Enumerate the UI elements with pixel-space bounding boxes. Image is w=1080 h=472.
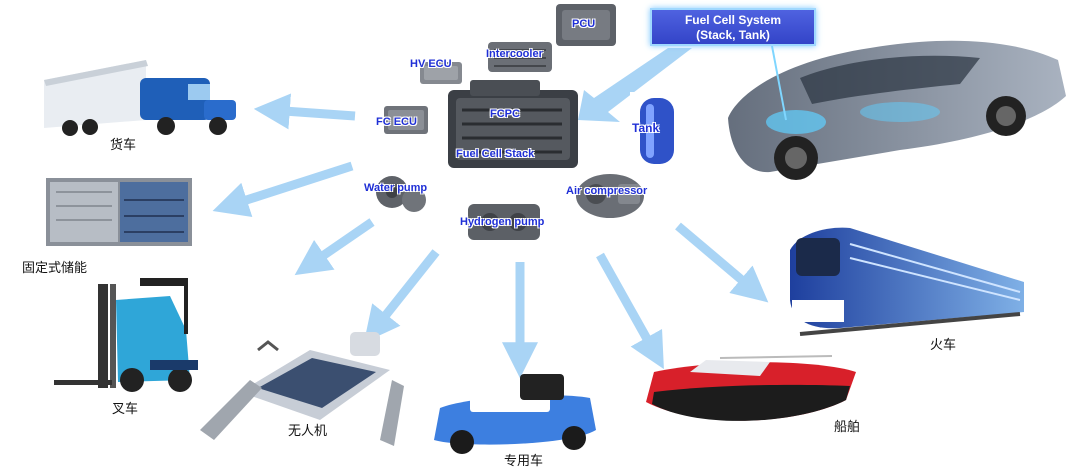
drone-image	[200, 332, 404, 446]
label-fc-ecu: FC ECU	[376, 116, 417, 128]
label-boat: 船舶	[834, 420, 861, 435]
label-water-pump: Water pump	[364, 182, 428, 194]
arrow-to-truck	[253, 93, 356, 130]
hv-ecu-image	[420, 62, 462, 84]
label-hv-ecu: HV ECU	[410, 58, 452, 70]
intercooler-image	[488, 42, 552, 72]
water-pump-image	[376, 176, 426, 212]
arrow-to-train	[675, 222, 769, 303]
boat-image	[646, 355, 856, 421]
arrow-to-forklift	[294, 218, 375, 276]
storage-image	[46, 178, 192, 246]
truck-image	[44, 60, 236, 136]
arrows	[212, 93, 769, 379]
tank-image	[630, 92, 700, 170]
label-tank: Tank	[632, 121, 660, 135]
forklift-image	[54, 278, 198, 392]
fuel-cell-system-callout: Fuel Cell System (Stack, Tank)	[650, 8, 816, 46]
fc-ecu-image	[384, 106, 428, 134]
arrow-to-storage	[212, 161, 354, 218]
label-truck: 货车	[110, 138, 137, 153]
label-intercooler: Intercooler	[486, 48, 543, 60]
special-vehicle-image	[434, 374, 596, 454]
label-train: 火车	[930, 338, 957, 353]
arrow-to-drone	[363, 249, 440, 343]
fuel-cell-stack-image	[448, 80, 578, 168]
callout-line-1: Fuel Cell System	[684, 13, 782, 27]
label-stationary-storage: 固定式储能	[22, 261, 88, 276]
label-forklift: 叉车	[112, 402, 139, 417]
callout-line-2: (Stack, Tank)	[696, 28, 770, 42]
hydrogen-pump-image	[468, 204, 540, 240]
label-fuel-cell-stack: Fuel Cell Stack	[456, 148, 535, 160]
label-hydrogen-pump: Hydrogen pump	[460, 216, 545, 228]
arrow-to-boat	[596, 252, 664, 370]
pcu-image	[556, 4, 616, 46]
label-fcpc: FCPC	[490, 108, 520, 120]
label-air-compressor: Air compressor	[566, 185, 648, 197]
arrow-callout-to-hub	[578, 48, 692, 122]
label-pcu: PCU	[572, 18, 596, 30]
label-special-vehicle: 专用车	[504, 454, 544, 469]
label-drone: 无人机	[288, 424, 328, 439]
fuel-cell-car-image	[728, 40, 1066, 180]
air-compressor-image	[576, 174, 644, 218]
train-image	[790, 227, 1024, 336]
